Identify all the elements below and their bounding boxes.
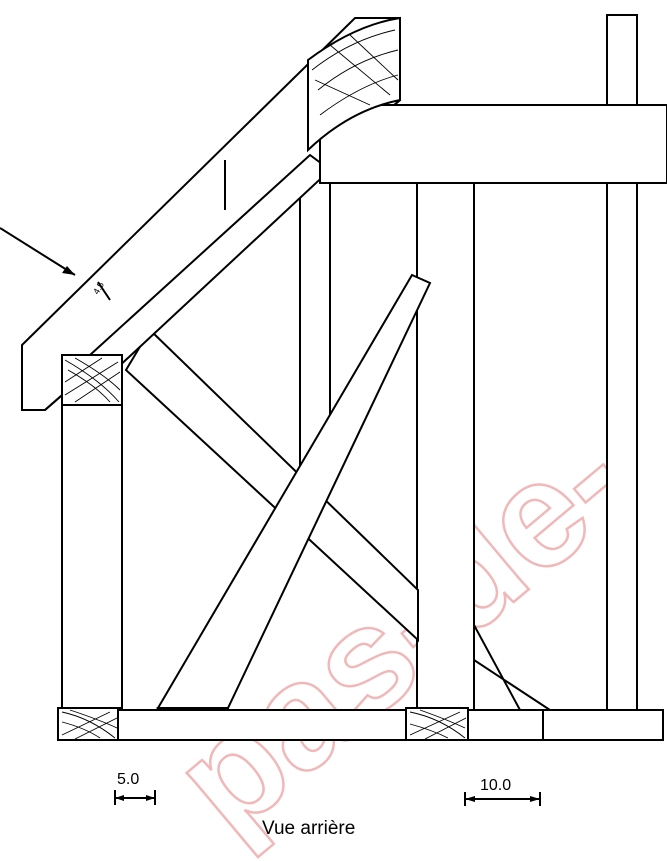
right-width-label: 10.0 <box>480 777 511 794</box>
pointer-arrow <box>0 227 76 276</box>
rafter-section <box>307 16 401 153</box>
inner-right-post <box>416 179 475 711</box>
left-post <box>61 404 123 709</box>
view-caption: Vue arrière <box>262 818 355 839</box>
left-width-label: 5.0 <box>117 771 139 788</box>
top-crossbeam <box>319 104 667 184</box>
left-top-block <box>61 354 123 406</box>
bottom-sill <box>57 709 664 741</box>
